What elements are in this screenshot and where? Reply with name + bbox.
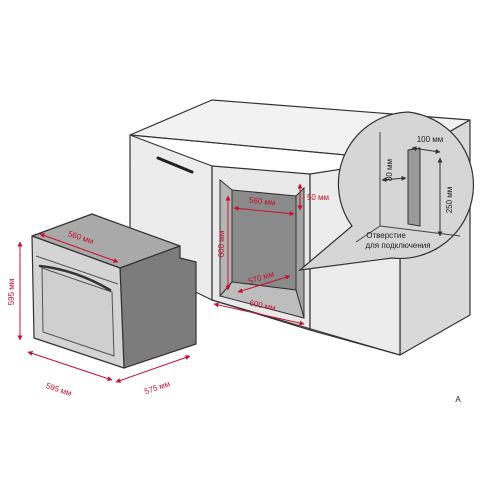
oven-side bbox=[119, 245, 197, 369]
callout-label-line2: для подключения bbox=[365, 241, 430, 250]
oven-door-window bbox=[41, 267, 115, 357]
niche-height-label: 600 мм bbox=[217, 231, 226, 258]
drawer-handle bbox=[156, 156, 194, 174]
oven-width-label: 595 мм bbox=[45, 381, 73, 398]
oven-depth-label: 575 мм bbox=[143, 379, 171, 396]
niche-gap-label: 50 мм bbox=[307, 193, 329, 202]
callout-label-line1: Отверстие bbox=[366, 231, 406, 240]
oven-handle bbox=[38, 264, 112, 292]
hole-offset-label: 80 мм bbox=[385, 159, 394, 181]
hole-height-label: 250 мм bbox=[445, 187, 454, 214]
oven-dimensions bbox=[17, 233, 191, 383]
callout-dimensions bbox=[381, 146, 443, 237]
niche-top-width-label: 560 мм bbox=[249, 196, 276, 208]
oven-height-label: 595 мм bbox=[7, 279, 16, 306]
connection-hole bbox=[407, 147, 421, 227]
hole-width-label: 100 мм bbox=[417, 135, 444, 144]
niche-dimensions bbox=[213, 183, 305, 326]
corner-mark: A bbox=[455, 395, 461, 404]
callout-corner bbox=[355, 132, 461, 243]
